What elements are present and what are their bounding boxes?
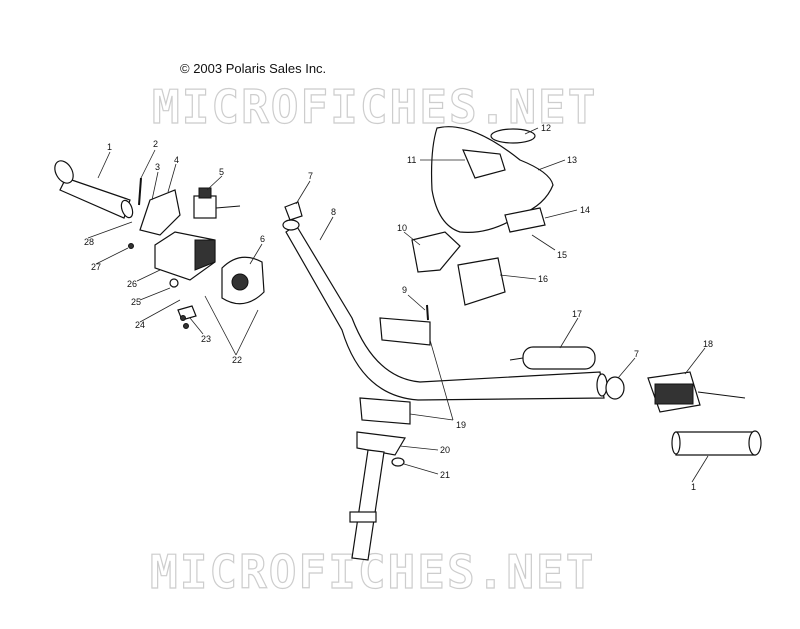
callout-18: 18 bbox=[703, 339, 713, 349]
callout-12: 12 bbox=[541, 123, 551, 133]
callout-21: 21 bbox=[440, 470, 450, 480]
part-27 bbox=[128, 243, 134, 249]
bolt-2 bbox=[138, 177, 142, 206]
bracket-14 bbox=[504, 207, 546, 233]
callout-7b: 7 bbox=[634, 349, 639, 359]
bracket-10 bbox=[411, 231, 461, 273]
part-25 bbox=[169, 278, 179, 288]
switch-wire bbox=[215, 205, 241, 209]
copyright-text: © 2003 Polaris Sales Inc. bbox=[180, 61, 327, 76]
right-grip bbox=[675, 431, 756, 456]
callout-1a: 1 bbox=[107, 142, 112, 152]
left-grip bbox=[59, 177, 131, 219]
right-grip-end bbox=[748, 430, 762, 456]
housing-shadow bbox=[194, 239, 216, 271]
clamp-19-upper bbox=[379, 317, 431, 346]
callout-5: 5 bbox=[219, 167, 224, 177]
right-grip-inner bbox=[671, 431, 681, 455]
watermark-top: MICROFICHES.NET bbox=[151, 79, 598, 134]
callout-26: 26 bbox=[127, 279, 137, 289]
callout-22: 22 bbox=[232, 355, 242, 365]
cover-6-dial bbox=[231, 273, 249, 291]
leader-lines bbox=[87, 127, 709, 483]
callout-14: 14 bbox=[580, 205, 590, 215]
callout-13: 13 bbox=[567, 155, 577, 165]
callout-28: 28 bbox=[84, 237, 94, 247]
cover-plate-11 bbox=[462, 149, 506, 179]
steering-post bbox=[351, 449, 385, 561]
end-cap-7-right bbox=[605, 376, 625, 400]
handlebar-tube bbox=[285, 224, 605, 401]
callout-4: 4 bbox=[174, 155, 179, 165]
callout-9: 9 bbox=[402, 285, 407, 295]
switch-cable bbox=[697, 391, 746, 399]
handlebar-end-left bbox=[282, 219, 300, 231]
callout-3: 3 bbox=[155, 162, 160, 172]
callout-10: 10 bbox=[397, 223, 407, 233]
callout-24: 24 bbox=[135, 320, 145, 330]
screw-b bbox=[183, 323, 189, 329]
callout-1b: 1 bbox=[691, 482, 696, 492]
switch-5 bbox=[193, 195, 217, 219]
switch-assembly-18-body bbox=[654, 383, 694, 405]
end-cap-7-top bbox=[284, 201, 303, 221]
handlebar-end-right bbox=[596, 373, 608, 397]
callout-8: 8 bbox=[331, 207, 336, 217]
callout-25: 25 bbox=[131, 297, 141, 307]
callout-numbers: 1 2 3 4 5 6 7 8 9 10 11 12 13 14 15 16 1… bbox=[84, 123, 713, 492]
callout-7a: 7 bbox=[308, 171, 313, 181]
left-grip-end bbox=[54, 160, 74, 184]
grip-17 bbox=[522, 346, 596, 370]
post-collar bbox=[349, 511, 377, 523]
shroud-16 bbox=[457, 257, 506, 306]
callout-15: 15 bbox=[557, 250, 567, 260]
callout-11: 11 bbox=[407, 155, 416, 165]
callout-6: 6 bbox=[260, 234, 265, 244]
decal-12 bbox=[490, 128, 536, 144]
callout-17: 17 bbox=[572, 309, 582, 319]
screw-a bbox=[180, 315, 186, 321]
switch-5-cap bbox=[198, 187, 212, 199]
bolt-9 bbox=[426, 304, 429, 321]
left-grip-inner bbox=[120, 199, 134, 219]
callout-16: 16 bbox=[538, 274, 548, 284]
clamp-19-lower bbox=[359, 397, 411, 425]
bracket-4 bbox=[139, 189, 181, 236]
callout-27: 27 bbox=[91, 262, 101, 272]
watermark-bottom: MICROFICHES.NET bbox=[149, 544, 596, 599]
callout-19: 19 bbox=[456, 420, 466, 430]
callout-20: 20 bbox=[440, 445, 450, 455]
plate-20 bbox=[356, 431, 406, 456]
nut-21 bbox=[391, 457, 405, 467]
callout-23: 23 bbox=[201, 334, 211, 344]
callout-2: 2 bbox=[153, 139, 158, 149]
